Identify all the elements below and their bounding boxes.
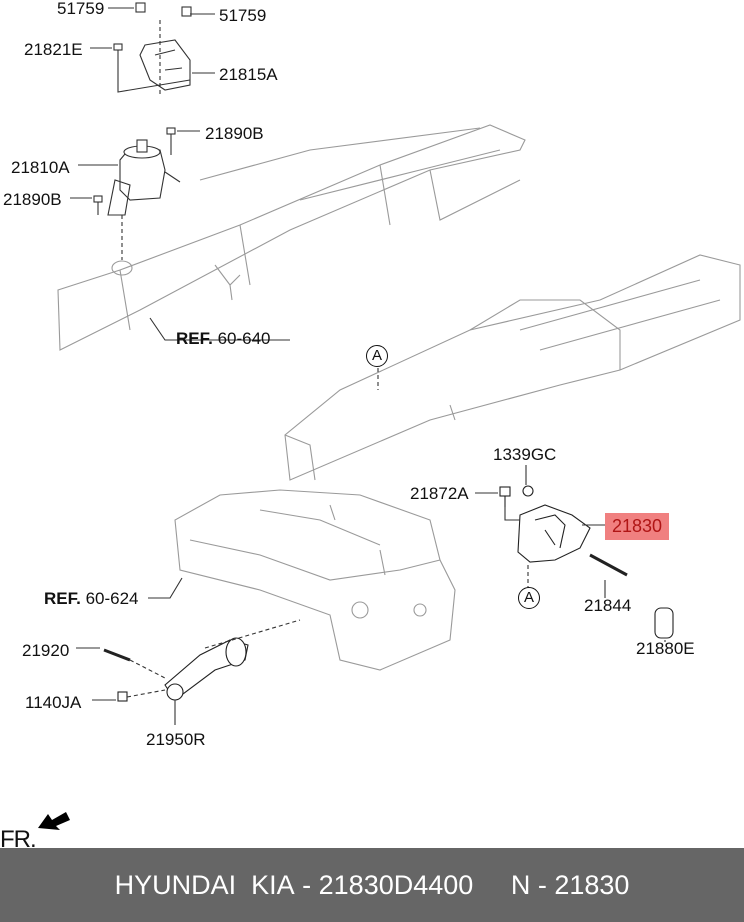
leader-lines-upper <box>70 7 290 341</box>
callout-21830-highlighted[interactable]: 21830 <box>605 513 670 540</box>
footer-part-number: 21830D4400 <box>318 869 474 900</box>
footer-separator: - <box>530 869 555 900</box>
marker-a-lower: A <box>518 587 540 609</box>
part-number-footer: HYUNDAI KIA - 21830D4400 N - 21830 <box>0 848 744 922</box>
footer-separator: - <box>294 869 319 900</box>
ref-60-624: REF. 60-624 <box>44 589 139 608</box>
leader-lines-lower <box>148 368 666 642</box>
fasteners-upper <box>93 2 192 215</box>
marker-a-upper: A <box>366 345 388 367</box>
upper-frame-rail <box>57 124 526 351</box>
callout-21844: 21844 <box>584 596 632 615</box>
footer-gap <box>473 870 511 901</box>
engine-mount-21810a <box>107 139 181 216</box>
callout-21821e: 21821E <box>24 40 83 59</box>
front-direction-arrow-icon <box>38 812 70 830</box>
parts-diagram-art <box>38 2 741 830</box>
subframe <box>174 489 456 671</box>
footer-n-label: N <box>510 869 531 900</box>
callout-51759-left: 51759 <box>57 0 105 18</box>
callout-21920: 21920 <box>22 641 70 660</box>
callout-1140ja: 1140JA <box>25 693 82 712</box>
engine-mount-21830 <box>499 485 674 639</box>
ref-60-640: REF. 60-640 <box>176 329 271 348</box>
footer-n-value: 21830 <box>554 869 630 900</box>
callout-21890b-lower: 21890B <box>3 190 62 209</box>
callout-21815a: 21815A <box>219 65 278 84</box>
roll-rod-21950r <box>103 637 249 702</box>
callout-51759-right: 51759 <box>219 6 267 25</box>
bracket-21815a <box>139 39 191 91</box>
callout-1339gc: 1339GC <box>493 445 557 464</box>
footer-brand: HYUNDAI KIA <box>114 869 295 900</box>
callout-21950r: 21950R <box>146 730 206 749</box>
middle-frame-rail <box>284 254 741 481</box>
leader-lines-rod <box>76 619 301 725</box>
callout-21810a: 21810A <box>11 158 70 177</box>
callout-21890b-upper: 21890B <box>205 124 264 143</box>
callout-21872a: 21872A <box>410 484 469 503</box>
callout-21880e: 21880E <box>636 639 695 658</box>
